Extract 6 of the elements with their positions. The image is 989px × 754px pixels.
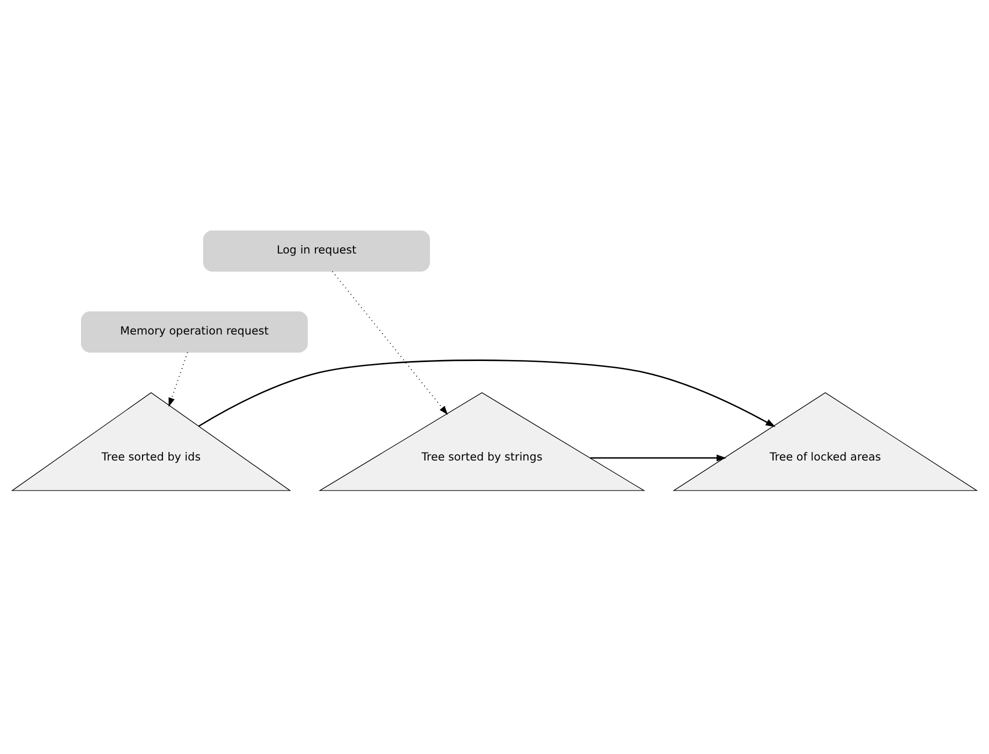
arrow <box>590 454 726 462</box>
arrow <box>198 360 776 428</box>
node-box: Memory operation request <box>81 311 308 353</box>
node-box: Log in request <box>203 230 430 272</box>
arrow <box>332 271 448 415</box>
arrow <box>168 352 188 407</box>
